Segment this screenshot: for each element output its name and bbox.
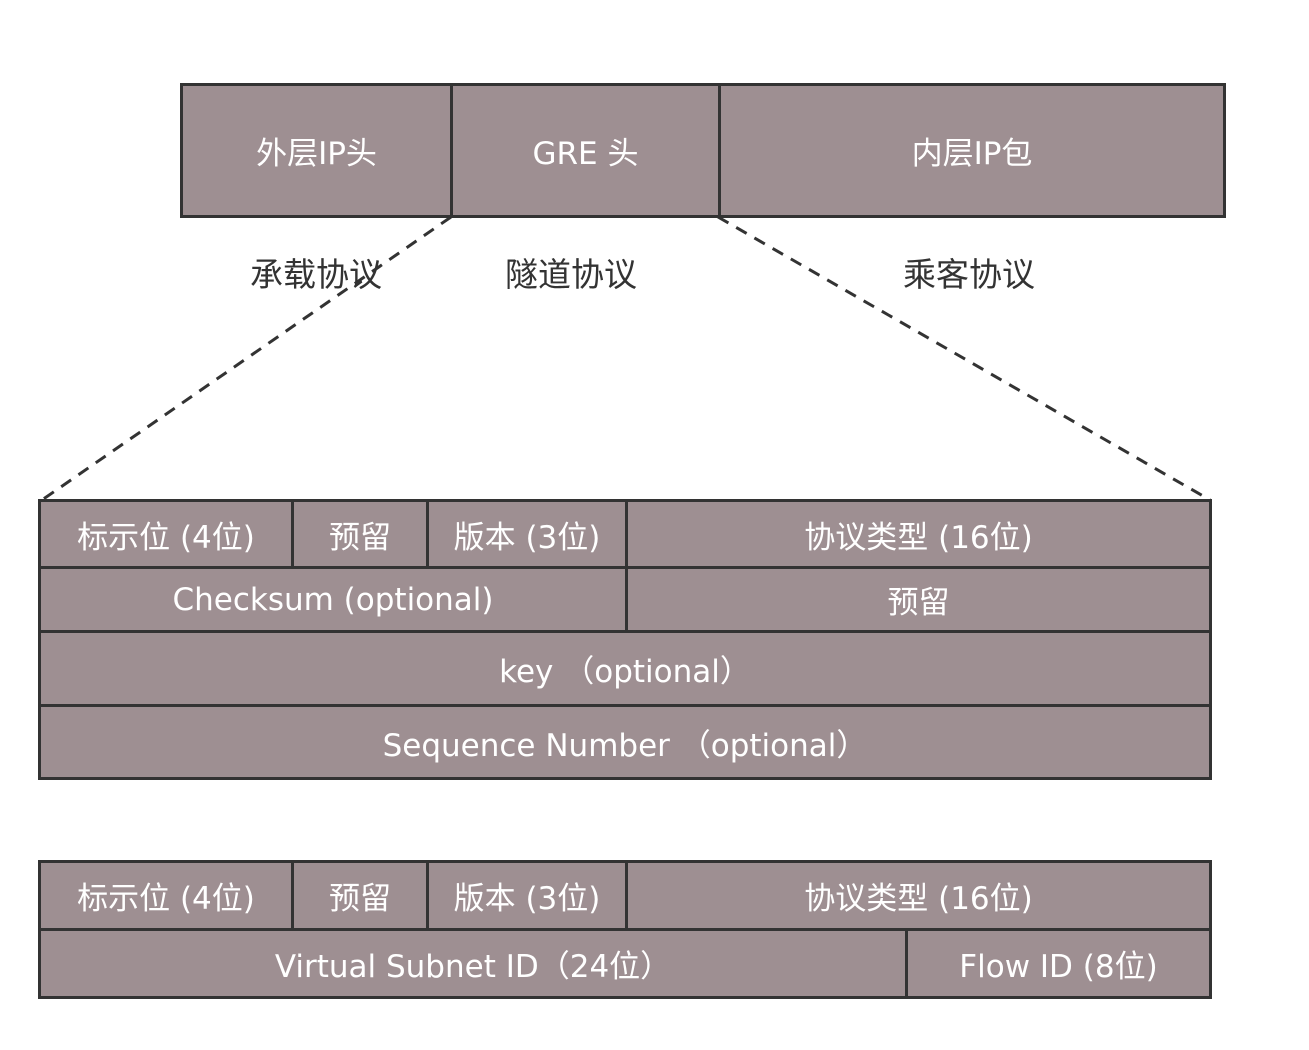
nvgre-vsid-cell: Virtual Subnet ID（24位） [38,928,908,999]
gre-key-cell: key （optional） [38,630,1212,707]
outer-ip-header-text: 外层IP头 [256,136,377,172]
gre-reserved-cell: 预留 [291,499,429,569]
nvgre-vsid-text: Virtual Subnet ID（24位） [274,949,672,985]
nvgre-flags-cell: 标示位 (4位) [38,860,294,931]
nvgre-reserved-cell: 预留 [291,860,429,931]
gre-reserved2-text: 预留 [887,585,950,621]
nvgre-flow-id-cell: Flow ID (8位) [905,928,1212,999]
gre-reserved2-cell: 预留 [625,566,1212,633]
nvgre-protocol-type-cell: 协议类型 (16位) [625,860,1212,931]
gre-key-text: key （optional） [499,654,751,690]
tunnel-protocol-label: 隧道协议 [505,255,637,294]
gre-header-cell: GRE 头 [450,83,721,218]
gre-header-text: GRE 头 [532,136,639,172]
right-dashed-line [717,215,1211,502]
gre-reserved-text: 预留 [329,519,391,556]
nvgre-reserved-text: 预留 [329,881,391,917]
nvgre-flags-text: 标示位 (4位) [77,881,255,917]
nvgre-protocol-type-text: 协议类型 (16位) [804,881,1033,917]
gre-flags-cell: 标示位 (4位) [38,499,294,569]
nvgre-version-cell: 版本 (3位) [426,860,628,931]
outer-ip-header-cell: 外层IP头 [180,83,453,218]
nvgre-version-text: 版本 (3位) [453,881,601,917]
carrier-protocol-label: 承载协议 [250,255,382,294]
gre-flags-text: 标示位 (4位) [77,519,255,556]
gre-version-cell: 版本 (3位) [426,499,628,569]
passenger-protocol-label: 乘客协议 [903,255,1035,294]
inner-ip-packet-cell: 内层IP包 [718,83,1226,218]
gre-protocol-type-cell: 协议类型 (16位) [625,499,1212,569]
gre-sequence-cell: Sequence Number （optional） [38,704,1212,780]
gre-checksum-cell: Checksum (optional) [38,566,628,633]
nvgre-flow-id-text: Flow ID (8位) [959,949,1158,985]
gre-checksum-text: Checksum (optional) [172,581,494,618]
gre-version-text: 版本 (3位) [453,519,601,556]
gre-protocol-type-text: 协议类型 (16位) [804,519,1033,556]
inner-ip-packet-text: 内层IP包 [911,136,1033,172]
left-dashed-line [41,215,452,502]
gre-sequence-text: Sequence Number （optional） [382,727,868,764]
